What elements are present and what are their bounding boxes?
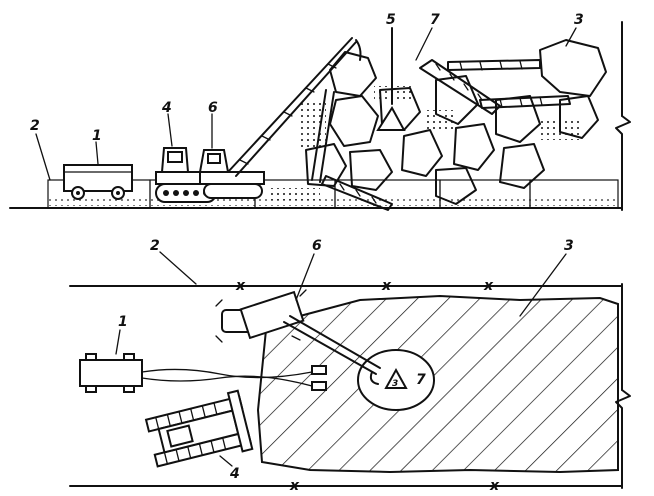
label-6-top: 6 xyxy=(208,100,218,116)
fence-mark: x xyxy=(483,278,494,294)
rubble-stones xyxy=(305,39,607,205)
label-1-plan: 1 xyxy=(118,314,128,330)
plan-view: x x x x x x 3 xyxy=(69,238,631,494)
charge-plan-mark: 3 xyxy=(392,379,398,389)
rubble-area xyxy=(256,294,619,474)
label-7-plan: 7 xyxy=(416,372,426,388)
label-6-plan: 6 xyxy=(312,238,322,254)
fence-mark: x xyxy=(235,278,246,294)
label-3-plan: 3 xyxy=(564,238,574,254)
label-2-plan: 2 xyxy=(150,238,160,254)
truck-elevation xyxy=(63,164,133,200)
bulldozer-plan xyxy=(144,389,254,468)
label-7-top: 7 xyxy=(430,12,440,28)
fence-mark: x xyxy=(289,478,300,494)
label-4-top: 4 xyxy=(161,100,172,116)
crane-plan xyxy=(215,289,381,385)
collapsed-beams xyxy=(311,59,571,211)
label-5-top: 5 xyxy=(386,12,396,28)
truck-plan xyxy=(79,353,327,393)
label-2-top: 2 xyxy=(30,118,40,134)
label-4-plan: 4 xyxy=(229,466,240,482)
charge-plan xyxy=(384,367,408,389)
label-1-top: 1 xyxy=(92,128,102,144)
label-3-top: 3 xyxy=(574,12,584,28)
break-mark-elevation xyxy=(615,21,631,211)
bulldozer-elevation xyxy=(155,147,217,203)
fence-mark: x xyxy=(381,278,392,294)
elevation-view: 1 2 3 4 5 6 7 xyxy=(9,12,631,211)
debris-patches xyxy=(270,86,580,200)
fence-mark: x xyxy=(489,478,500,494)
charge-elevation xyxy=(376,27,406,131)
